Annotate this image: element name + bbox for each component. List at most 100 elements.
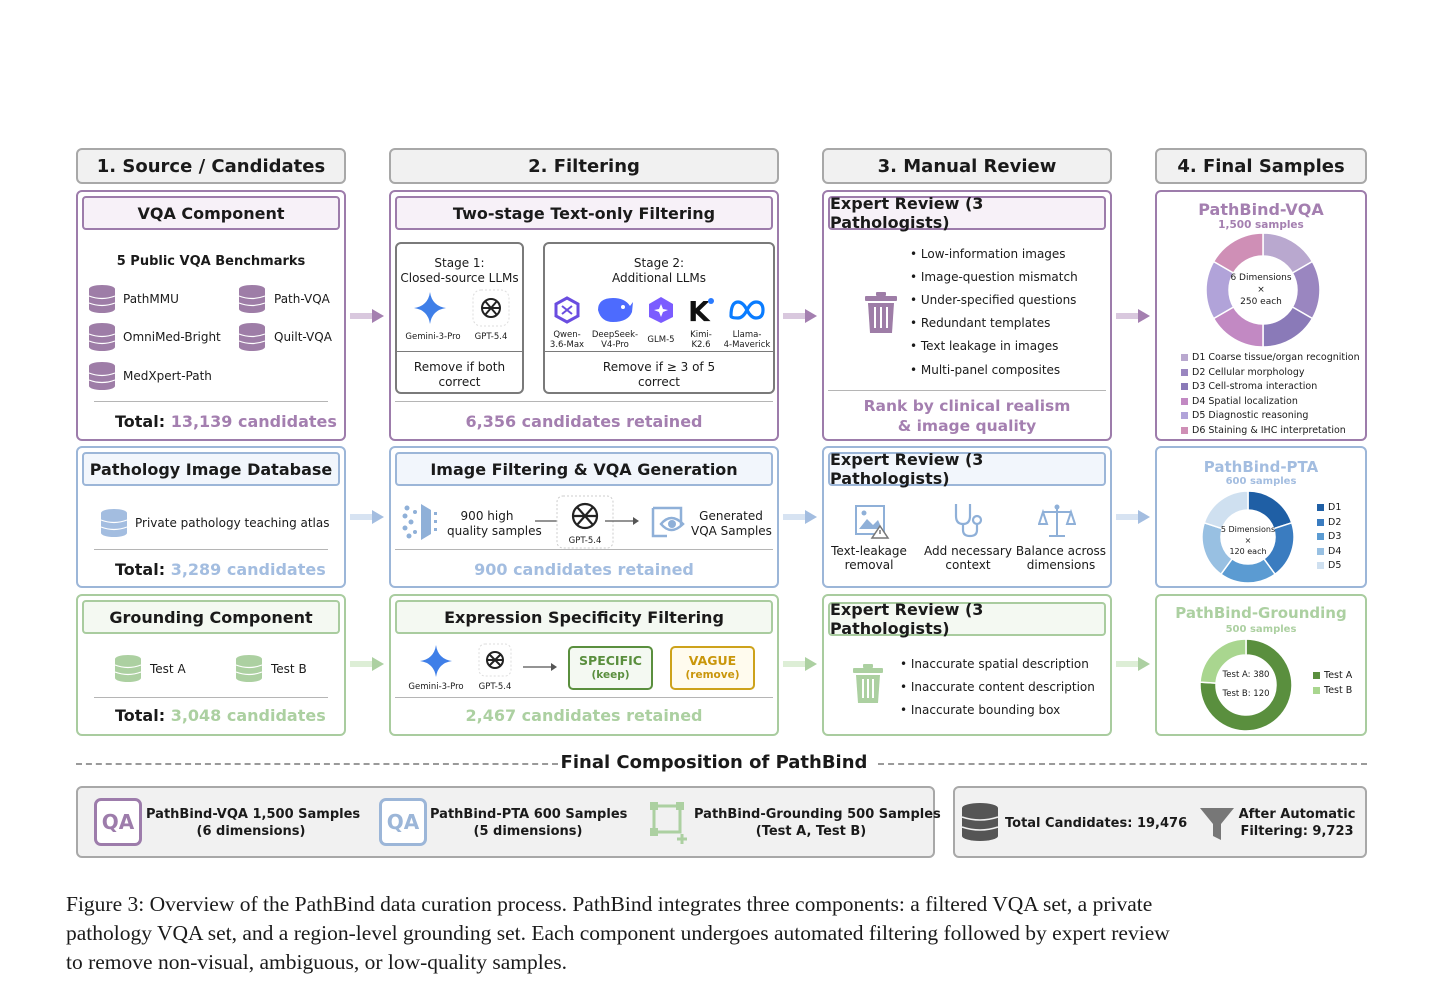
benchmark-item: Quilt-VQA xyxy=(274,330,332,344)
review-criterion: • Image-question mismatch xyxy=(910,270,1078,284)
benchmark-item: Path-VQA xyxy=(274,292,330,306)
summary-box: Total Candidates: 19,476 After Automatic… xyxy=(953,786,1367,858)
grounding-review-heading: Expert Review (3 Pathologists) xyxy=(828,600,1106,638)
vqa-retained: 6,356 candidates retained xyxy=(465,412,703,431)
flow-arrow xyxy=(350,510,384,524)
vqa-review-heading: Expert Review (3 Pathologists) xyxy=(828,194,1106,232)
legend-label: D2 Cellular morphology xyxy=(1192,366,1305,378)
database-icon xyxy=(238,323,266,351)
flow-arrow xyxy=(1116,510,1150,524)
grounding-source-heading: Grounding Component xyxy=(82,600,340,634)
image-filter-icon xyxy=(402,504,437,540)
legend-item: D5 Diagnostic reasoning xyxy=(1181,410,1308,421)
model-label: Llama-4-Maverick xyxy=(723,330,771,350)
pta-retained: 900 candidates retained xyxy=(474,560,694,579)
pta-donut-segment xyxy=(1203,490,1249,530)
vqa-source-panel: VQA Component 5 Public VQA Benchmarks Pa… xyxy=(76,190,346,441)
flow-arrow xyxy=(350,309,384,323)
database-icon xyxy=(88,362,116,390)
divider-right xyxy=(878,763,1367,765)
glm-icon xyxy=(649,297,673,323)
composition-pta: PathBind-PTA 600 Samples(5 dimensions) xyxy=(430,807,628,839)
vqa-filtering-panel: Two-stage Text-only Filtering Stage 1: C… xyxy=(389,190,779,441)
database-icon xyxy=(88,323,116,351)
review-criterion: • Text leakage in images xyxy=(910,339,1059,353)
legend-label: D5 xyxy=(1328,560,1342,571)
model-label: GPT-5.4 xyxy=(478,682,512,692)
test-b-count: Test B: 120 xyxy=(1222,689,1270,699)
legend-swatch xyxy=(1313,672,1320,679)
stage1-rule-line2: correct xyxy=(438,375,481,389)
specific-label: SPECIFIC xyxy=(579,653,642,668)
final-vqa-title: PathBind-VQA xyxy=(1198,200,1324,219)
grounding-legend: Test A Test B xyxy=(1313,670,1365,702)
pta-source-heading: Pathology Image Database xyxy=(82,452,340,486)
legend-swatch xyxy=(1317,562,1324,569)
rank-line2: & image quality xyxy=(897,417,1037,435)
database-icon xyxy=(88,285,116,313)
image-warning-icon xyxy=(855,505,890,539)
final-vqa-samples: 1,500 samples xyxy=(1218,219,1304,231)
openai-icon xyxy=(556,495,614,549)
flow-arrow xyxy=(350,657,384,671)
composition-box: QA PathBind-VQA 1,500 Samples(6 dimensio… xyxy=(76,786,941,858)
legend-swatch xyxy=(1181,412,1188,419)
legend-label: D3 xyxy=(1328,531,1342,542)
legend-swatch xyxy=(1317,504,1324,511)
final-grounding-title: PathBind-Grounding xyxy=(1175,604,1347,622)
legend-item: D1 xyxy=(1317,502,1341,513)
legend-label: Test A xyxy=(1324,670,1353,681)
final-pta-title: PathBind-PTA xyxy=(1203,458,1319,476)
pta-donut-segment xyxy=(1247,490,1293,530)
pta-review-panel: Expert Review (3 Pathologists) Text-leak… xyxy=(822,446,1112,588)
filter-funnel-icon xyxy=(1200,808,1234,840)
legend-swatch xyxy=(1181,368,1188,376)
legend-item: D4 Spatial localization xyxy=(1181,396,1298,407)
database-icon xyxy=(100,509,128,537)
database-icon xyxy=(961,803,999,841)
kimi-icon: K xyxy=(688,296,714,324)
composition-title: Final Composition of PathBind xyxy=(560,752,868,773)
stage1-box: Stage 1: Closed-source LLMs Gemini-3-Pro… xyxy=(395,242,524,394)
stethoscope-icon xyxy=(954,504,983,538)
pta-filtering-heading: Image Filtering & VQA Generation xyxy=(395,452,773,486)
vqa-icon: QA xyxy=(94,798,142,846)
stage1-subtitle: Closed-source LLMs xyxy=(400,271,519,285)
vague-remove-box: VAGUE (remove) xyxy=(670,646,755,690)
deepseek-icon xyxy=(598,298,633,322)
pta-donut-chart xyxy=(1201,490,1295,584)
legend-label: Test B xyxy=(1324,685,1353,696)
model-label: Kimi-K2.6 xyxy=(690,330,712,350)
legend-label: D4 xyxy=(1328,545,1342,557)
legend-label: D6 Staining & IHC interpretation xyxy=(1192,424,1346,436)
legend-item: D3 xyxy=(1317,531,1341,542)
qwen-icon xyxy=(554,296,580,324)
vqa-source-heading: VQA Component xyxy=(82,196,340,230)
vqa-filtering-heading: Two-stage Text-only Filtering xyxy=(395,196,773,230)
legend-item: D3 Cell-stroma interaction xyxy=(1181,381,1317,392)
grounding-filtering-heading: Expression Specificity Filtering xyxy=(395,600,773,634)
review-criterion: • Multi-panel composites xyxy=(910,363,1061,377)
openai-icon xyxy=(472,289,510,327)
divider-left xyxy=(76,763,558,765)
legend-item: D5 xyxy=(1317,560,1341,571)
model-label: GLM-5 xyxy=(647,335,675,345)
grounding-final-panel: PathBind-Grounding 500 samples Test A: 3… xyxy=(1155,594,1367,736)
legend-item: D4 xyxy=(1317,546,1341,557)
review-criterion: • Inaccurate bounding box xyxy=(900,703,1061,717)
flow-arrow xyxy=(1116,657,1150,671)
total-candidates: Total Candidates: 19,476 xyxy=(1005,816,1188,831)
model-label: Qwen-3.6-Max xyxy=(549,330,585,350)
benchmarks-subheading: 5 Public VQA Benchmarks xyxy=(116,254,306,269)
vqa-donut-chart xyxy=(1205,232,1321,348)
grounding-donut-chart xyxy=(1199,638,1293,732)
legend-item: D2 Cellular morphology xyxy=(1181,367,1304,378)
legend-swatch xyxy=(1181,354,1188,361)
trash-icon xyxy=(865,292,897,333)
step3-line1: Generated xyxy=(699,509,763,523)
legend-item: D6 Staining & IHC interpretation xyxy=(1181,425,1346,436)
column-header-source: 1. Source / Candidates xyxy=(76,148,346,184)
gemini-icon xyxy=(420,645,452,677)
